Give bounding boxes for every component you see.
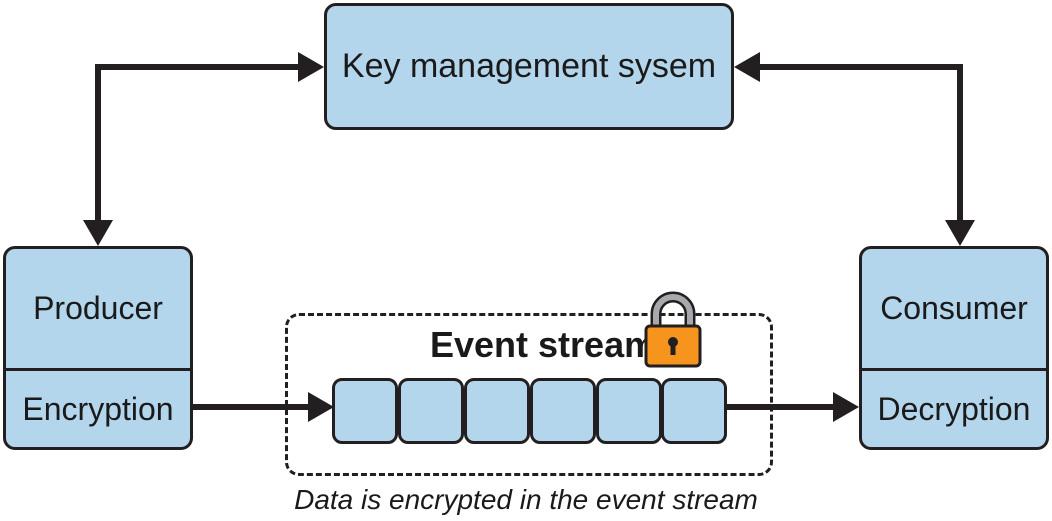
consumer-kms-arrow <box>734 52 975 246</box>
producer-title: Producer <box>6 249 190 371</box>
key-management-label: Key management sysem <box>341 47 717 85</box>
stream-cell <box>398 378 464 444</box>
diagram-caption: Data is encrypted in the event stream <box>294 484 758 515</box>
encryption-label: Encryption <box>22 390 174 427</box>
producer-stream-arrow <box>193 392 334 422</box>
decryption-label: Decryption <box>877 390 1031 427</box>
event-stream-title: Event stream <box>430 324 657 365</box>
stream-cell <box>530 378 596 444</box>
stream-consumer-arrow <box>726 392 859 422</box>
event-stream-frame <box>285 313 773 476</box>
padlock-icon <box>644 291 702 368</box>
stream-cell <box>596 378 662 444</box>
stream-cell <box>464 378 530 444</box>
producer-box: Producer Encryption <box>3 246 193 450</box>
consumer-box: Consumer Decryption <box>859 246 1049 450</box>
key-management-system-box: Key management sysem <box>324 3 734 130</box>
consumer-title: Consumer <box>862 249 1046 371</box>
stream-cell <box>332 378 398 444</box>
producer-kms-arrow <box>83 52 324 246</box>
stream-cell <box>661 378 727 444</box>
